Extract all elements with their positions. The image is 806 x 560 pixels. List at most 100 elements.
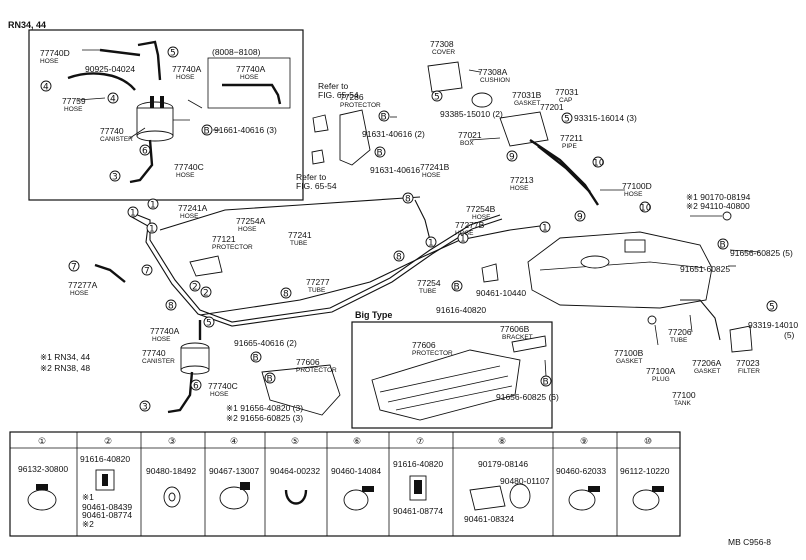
protector-77121 [189, 255, 223, 277]
label-77740C-1: 77740C [174, 162, 204, 172]
svg-text:10: 10 [640, 204, 652, 214]
label-77277A: 77277A [68, 280, 98, 290]
label-77031-name: CAP [559, 97, 572, 104]
label-77740D: 77740D [40, 48, 70, 58]
svg-text:7: 7 [71, 263, 77, 273]
label-77740C-1-name: HOSE [176, 172, 195, 179]
svg-text:8: 8 [168, 302, 174, 312]
label-77206A-name: GASKET [694, 368, 720, 375]
legend-m2: ※2 RN38, 48 [40, 363, 90, 373]
svg-text:6: 6 [193, 382, 199, 392]
figure-code: MB C956-8 [728, 537, 771, 547]
bracket-ref-1 [312, 114, 329, 133]
label-77740A-2-name: HOSE [240, 74, 259, 81]
label-77277A-name: HOSE [70, 290, 89, 297]
svg-text:B: B [381, 113, 387, 123]
svg-text:1: 1 [460, 235, 466, 245]
big-type-box [351, 321, 553, 429]
svg-text:3: 3 [142, 403, 148, 413]
svg-text:④: ④ [230, 437, 238, 447]
tube-77241-top [159, 196, 421, 231]
label-77201: 77201 [540, 102, 564, 112]
svg-text:1: 1 [542, 224, 548, 234]
label-77213-name: HOSE [510, 185, 529, 192]
label-77606B-name: BRACKET [502, 334, 533, 341]
label-77021: 77021 [458, 130, 482, 140]
label-77286: 77286 [340, 92, 364, 102]
svg-text:⑦: ⑦ [416, 437, 424, 447]
svg-text:B: B [543, 378, 549, 388]
label-90461-10440: 90461-10440 [476, 288, 526, 298]
svg-text:90179-08146: 90179-08146 [478, 459, 528, 469]
hose-77740C-1 [129, 139, 154, 184]
svg-text:3: 3 [112, 173, 118, 183]
svg-text:90464-00232: 90464-00232 [270, 466, 320, 476]
label-77206A: 77206A [692, 358, 722, 368]
label-77211: 77211 [560, 133, 583, 143]
leader-lines [77, 49, 761, 377]
label-77121: 77121 [212, 234, 236, 244]
table-parts: 96132-30800 91616-40820 ※1 90461-08439 9… [18, 454, 670, 529]
inset-range: (8008−8108) [212, 47, 261, 57]
ref-1-b: FIG. 65-54 [318, 90, 359, 100]
table-headers: ① ② ③ ④ ⑤ ⑥ ⑦ ⑧ ⑨ ⑩ [38, 437, 652, 447]
label-77740-2: 77740 [142, 348, 166, 358]
label-77254A: 77254A [236, 216, 266, 226]
label-77277: 77277 [306, 277, 330, 287]
label-77211-name: PIPE [562, 143, 577, 150]
label-77740A-2: 77740A [236, 64, 266, 74]
label-77031B-name: GASKET [514, 100, 540, 107]
tube-77241-a [129, 211, 501, 323]
label-77606-1: 77606 [296, 357, 320, 367]
svg-text:7: 7 [144, 267, 150, 277]
svg-text:B: B [267, 375, 273, 385]
legend-m1: ※1 RN34, 44 [40, 352, 90, 362]
label-77308A: 77308A [478, 67, 508, 77]
label-77606-1-name: PROTECTOR [296, 367, 337, 374]
label-77308: 77308 [430, 39, 454, 49]
tube-77277 [199, 225, 541, 316]
part-labels: 77740D HOSE 90925-04024 77740A HOSE 7774… [40, 39, 798, 423]
label-77241A-name: HOSE [180, 213, 199, 220]
canister-icon-2 [180, 342, 210, 375]
label-77241B-name: HOSE [422, 172, 441, 179]
label-91656-40820: ※1 91656-40820 (3) [226, 403, 303, 413]
label-91616-40820: 91616-40820 [436, 305, 486, 315]
label-91631-40616: 91631-40616 [370, 165, 420, 175]
clip-90461-10440 [481, 263, 499, 283]
svg-text:B: B [377, 149, 383, 159]
svg-text:91616-40820: 91616-40820 [393, 459, 443, 469]
svg-text:91616-40820: 91616-40820 [80, 454, 130, 464]
inset-box [28, 29, 304, 201]
svg-text:4: 4 [110, 95, 116, 105]
svg-text:8: 8 [283, 290, 289, 300]
label-93315-16014: 93315-16014 (3) [574, 113, 637, 123]
svg-text:⑧: ⑧ [498, 437, 506, 447]
svg-text:5: 5 [564, 115, 570, 125]
filter-77023 [729, 325, 753, 353]
label-77740C-2-name: HOSE [210, 391, 229, 398]
label-77121-name: PROTECTOR [212, 244, 253, 251]
label-91631-40616-2: 91631-40616 (2) [362, 129, 425, 139]
svg-text:90460-62033: 90460-62033 [556, 466, 606, 476]
svg-text:※1: ※1 [82, 492, 94, 502]
label-77277B-name: HOSE [455, 230, 474, 237]
bracket-77606B [511, 335, 547, 353]
svg-text:⑤: ⑤ [291, 437, 299, 447]
label-77286-name: PROTECTOR [340, 102, 381, 109]
label-93319-14010-qty: (5) [784, 330, 795, 340]
label-77740A-1-name: HOSE [176, 74, 195, 81]
svg-text:96112-10220: 96112-10220 [620, 466, 670, 476]
label-77740A-3-name: HOSE [152, 336, 171, 343]
label-77740A-3: 77740A [150, 326, 180, 336]
svg-text:5: 5 [769, 303, 775, 313]
table-hardware-icons [27, 469, 664, 511]
box-77021 [499, 111, 549, 147]
svg-text:90461-08774: 90461-08774 [393, 506, 443, 516]
label-77023-name: FILTER [738, 368, 760, 375]
svg-text:5: 5 [170, 49, 176, 59]
label-77254B: 77254B [466, 204, 496, 214]
label-77308A-name: CUSHION [480, 77, 510, 84]
label-91656-60825-6: 91656-60825 (6) [496, 392, 559, 402]
svg-text:9: 9 [577, 213, 583, 223]
